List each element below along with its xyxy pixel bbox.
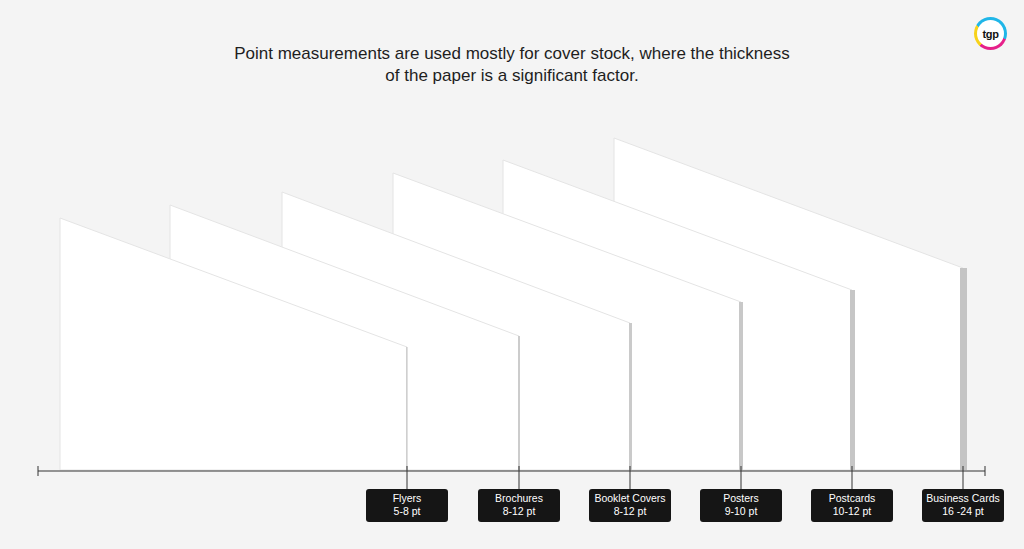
sheet-thickness <box>518 336 520 470</box>
logo-text: tgp <box>982 28 998 40</box>
label-box: Flyers5-8 pt <box>366 489 448 522</box>
leader-line <box>630 466 631 489</box>
product-name: Posters <box>700 492 782 505</box>
paper-sheet <box>60 218 408 470</box>
label-box: Booklet Covers8-12 pt <box>589 489 671 522</box>
sheet-face <box>60 218 407 470</box>
point-range: 5-8 pt <box>366 505 448 518</box>
label-box: Posters9-10 pt <box>700 489 782 522</box>
point-range: 16 -24 pt <box>922 505 1004 518</box>
product-name: Postcards <box>811 492 893 505</box>
axis-end-tick <box>38 466 39 476</box>
leader-line <box>741 466 742 489</box>
product-name: Booklet Covers <box>589 492 671 505</box>
axis-line <box>38 471 985 472</box>
sheet-thickness <box>629 323 632 470</box>
sheet-thickness <box>960 268 967 470</box>
sheet-thickness <box>739 302 743 470</box>
diagram-title: Point measurements are used mostly for c… <box>232 43 792 87</box>
label-box: Brochures8-12 pt <box>478 489 560 522</box>
leader-line <box>852 466 853 489</box>
point-range: 8-12 pt <box>589 505 671 518</box>
point-range: 9-10 pt <box>700 505 782 518</box>
axis-end-tick <box>985 466 986 476</box>
logo-circle: tgp <box>974 17 1007 50</box>
leader-line <box>407 466 408 489</box>
label-box: Postcards10-12 pt <box>811 489 893 522</box>
sheet-thickness <box>850 290 855 470</box>
leader-line <box>963 466 964 489</box>
product-name: Flyers <box>366 492 448 505</box>
product-name: Brochures <box>478 492 560 505</box>
leader-line <box>519 466 520 489</box>
point-range: 8-12 pt <box>478 505 560 518</box>
label-box: Business Cards16 -24 pt <box>922 489 1004 522</box>
point-range: 10-12 pt <box>811 505 893 518</box>
product-name: Business Cards <box>922 492 1004 505</box>
sheet-thickness <box>406 347 408 470</box>
logo-inner: tgp <box>977 20 1004 47</box>
